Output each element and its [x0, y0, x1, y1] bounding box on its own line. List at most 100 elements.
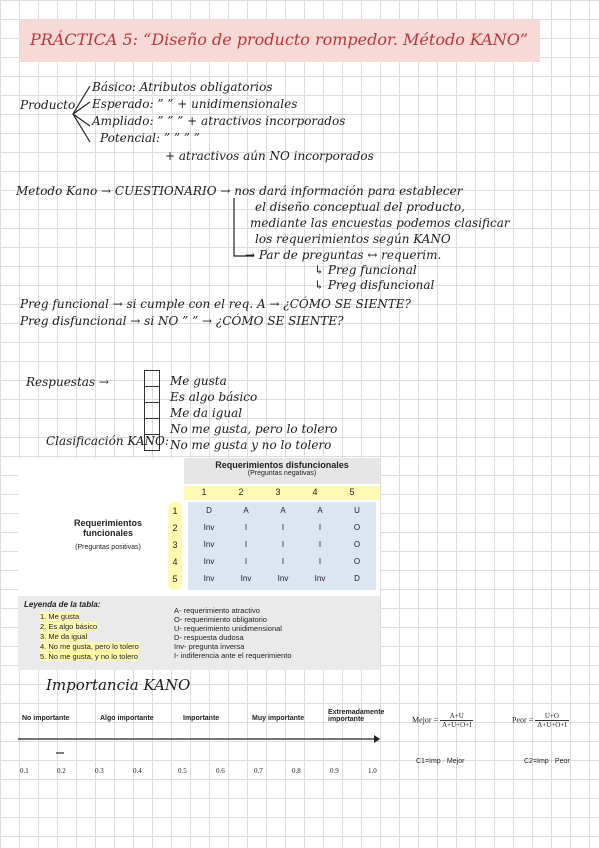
pregunta-funcional: Preg funcional → si cumple con el req. A… — [20, 297, 411, 311]
kano-row-number: 3 — [172, 540, 178, 550]
metodo-line-3: mediante las encuestas podemos clasifica… — [250, 216, 510, 230]
pregunta-disfuncional: Preg disfuncional → si NO ” ” → ¿CÓMO SE… — [20, 314, 344, 328]
formula-peor-numerator: U+O — [535, 712, 569, 721]
importance-scale: No importante Algo importante Importante… — [0, 703, 400, 793]
formula-peor-label: Peor = — [512, 715, 534, 725]
page-title: PRÁCTICA 5: “Diseño de producto rompedor… — [30, 30, 529, 49]
kano-row-number: 4 — [172, 557, 178, 567]
importance-label: Importante — [183, 715, 220, 722]
kano-col-number: 2 — [238, 487, 244, 497]
kano-legend-right: I- indiferencia ante el requerimiento — [174, 651, 292, 660]
kano-row-numbers: 1 2 3 4 5 — [168, 502, 182, 590]
formula-mejor-denominator: A+U+O+I — [442, 721, 472, 729]
kano-row-header: Requerimientos funcionales — [73, 518, 142, 538]
kano-cell: Inv — [203, 557, 215, 566]
producto-level-esperado: Esperado: ” ” + unidimensionales — [92, 97, 298, 111]
respuesta-item: Me gusta — [170, 374, 227, 388]
producto-level-basico: Básico: Atributos obligatorios — [92, 80, 273, 94]
importance-tick: 0.9 — [330, 767, 339, 775]
kano-column-numbers: 1 2 3 4 5 — [184, 486, 380, 500]
respuesta-item: No me gusta y no lo tolero — [170, 438, 332, 452]
metodo-line-7: ↳ Preg disfuncional — [314, 278, 435, 292]
metodo-connector — [233, 198, 254, 257]
kano-cell: Inv — [203, 574, 215, 583]
respuestas-label: Respuestas → — [26, 375, 109, 389]
formula-c1: C1=Imp · Mejor — [416, 758, 465, 765]
importance-label: No importante — [22, 715, 70, 722]
importance-arrow — [18, 735, 380, 743]
kano-cell: I — [281, 540, 285, 549]
kano-cell: I — [244, 540, 248, 549]
kano-cell: Inv — [203, 540, 215, 549]
kano-legend-right: A- requerimiento atractivo — [174, 606, 260, 615]
importance-tick: 1.0 — [368, 767, 377, 775]
kano-col-number: 1 — [201, 487, 207, 497]
kano-cell: A — [317, 506, 323, 515]
formula-peor-denominator: A+U+O+I — [537, 721, 567, 729]
producto-brace — [72, 85, 91, 143]
metodo-line-5: → Par de preguntas ↔ requerim. — [245, 248, 442, 262]
kano-cell: I — [318, 557, 322, 566]
kano-cell: I — [244, 557, 248, 566]
formula-mejor-numerator: A+U — [440, 712, 474, 721]
kano-cell: I — [244, 523, 248, 532]
respuesta-item: No me gusta, pero lo tolero — [170, 422, 338, 436]
kano-legend-right: U- requerimiento unidimensional — [174, 624, 282, 633]
kano-header-subtitle: (Preguntas negativas) — [247, 470, 317, 477]
kano-cell: D — [354, 574, 360, 583]
metodo-line-6: ↳ Preg funcional — [314, 263, 417, 277]
kano-legend-left: 5. No me gusta, y no lo tolero — [40, 652, 138, 661]
respuestas-boxes — [144, 370, 160, 451]
kano-header-title: Requerimientos disfuncionales — [215, 460, 349, 470]
kano-col-number: 4 — [312, 487, 318, 497]
importance-tick: 0.4 — [133, 767, 142, 775]
kano-cell: I — [281, 557, 285, 566]
kano-row-subheader: (Preguntas positivas) — [75, 544, 141, 551]
kano-legend: Leyenda de la tabla: 1. Me gusta 2. Es a… — [18, 596, 380, 670]
kano-cell: Inv — [203, 523, 215, 532]
kano-row-number: 5 — [172, 574, 178, 584]
importance-tick: 0.7 — [254, 767, 263, 775]
importance-dash — [56, 752, 64, 754]
kano-row-number: 2 — [172, 523, 178, 533]
kano-cell: A — [243, 506, 249, 515]
importance-tick: 0.8 — [292, 767, 301, 775]
kano-cell: O — [353, 540, 361, 549]
importance-label: Muy importante — [252, 715, 305, 722]
kano-legend-left: 3. Me da igual — [40, 632, 88, 641]
metodo-line-1: Metodo Kano → CUESTIONARIO → nos dará in… — [16, 184, 463, 198]
kano-col-number: 3 — [275, 487, 281, 497]
kano-cell: I — [318, 523, 322, 532]
importance-tick: 0.5 — [178, 767, 187, 775]
kano-legend-right: D- respuesta dudosa — [174, 633, 244, 642]
kano-table: Requerimientos disfuncionales (Preguntas… — [18, 458, 380, 670]
kano-cell: I — [318, 540, 322, 549]
kano-cell: O — [353, 557, 361, 566]
importance-label: Extremadamente importante — [328, 709, 385, 723]
kano-legend-title: Leyenda de la tabla: — [24, 600, 101, 609]
importance-tick: 0.1 — [20, 767, 29, 775]
kano-cell: Inv — [277, 574, 289, 583]
kano-cell: U — [354, 506, 360, 515]
kano-legend-right: O- requerimiento obligatorio — [174, 615, 267, 624]
kano-grid: D A A A U Inv I I I O Inv I I I O Inv I … — [188, 502, 376, 590]
formula-c2: C2=Imp · Peor — [524, 758, 570, 765]
importance-label: Algo importante — [100, 715, 154, 722]
kano-legend-right: Inv- pregunta inversa — [174, 642, 245, 651]
title-highlight — [20, 20, 540, 62]
kano-cell: A — [280, 506, 286, 515]
metodo-line-4: los requerimientos según KANO — [255, 232, 451, 246]
importancia-title: Importancia KANO — [46, 676, 191, 694]
kano-col-number: 5 — [349, 487, 355, 497]
formula-mejor-label: Mejor = — [412, 715, 439, 725]
clasificacion-title: Clasificación KANO: — [46, 434, 169, 448]
kano-legend-left: 4. No me gusta, pero lo tolero — [40, 642, 139, 651]
kano-legend-left: 1. Me gusta — [40, 612, 80, 621]
respuesta-item: Me da igual — [170, 406, 243, 420]
importance-tick: 0.2 — [57, 767, 66, 775]
kano-cell: Inv — [314, 574, 326, 583]
kano-table-header: Requerimientos disfuncionales (Preguntas… — [184, 458, 380, 484]
importance-tick: 0.6 — [216, 767, 225, 775]
